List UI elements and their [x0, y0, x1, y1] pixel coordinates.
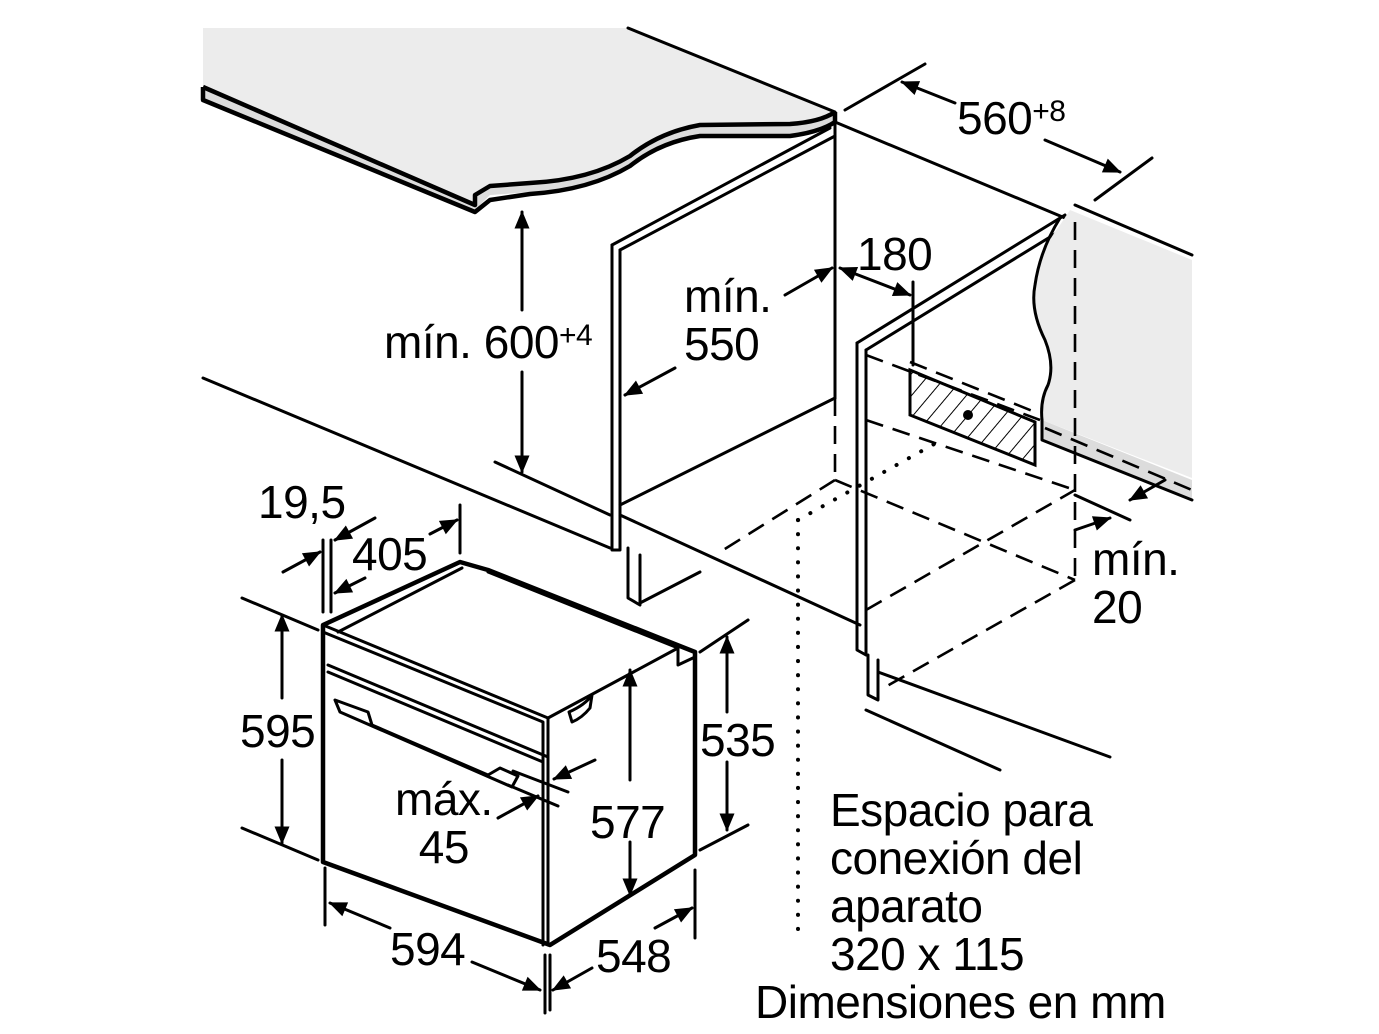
label-connection-area: Espacio para conexión del aparato 320 x …: [830, 786, 1093, 978]
units-caption-text: Dimensiones en mm: [755, 976, 1166, 1028]
label-niche-depth: mín. 550: [684, 270, 772, 370]
body-height-value: 577: [590, 796, 666, 848]
dim-front-panel: [281, 516, 377, 614]
connection-area-line3: aparato: [830, 880, 983, 932]
worktop: [200, 26, 838, 215]
label-appliance-height: 595: [240, 705, 316, 757]
dim-handle-projection: [496, 758, 597, 820]
niche-height-tolerance: +4: [559, 319, 593, 352]
niche-width-tolerance: +8: [1032, 95, 1066, 128]
connection-offset-value: 180: [857, 228, 933, 280]
top-depth-value: 405: [352, 528, 428, 580]
label-connection-offset: 180: [857, 228, 933, 280]
connection-area-line1: Espacio para: [830, 784, 1093, 836]
oven: [320, 559, 698, 948]
appliance-width-value: 594: [390, 923, 466, 975]
label-side-height: 535: [700, 714, 776, 766]
label-body-height: 577: [590, 796, 666, 848]
right-side-panel: [855, 210, 1194, 772]
label-rear-gap: mín. 20: [1092, 533, 1180, 633]
left-side-panel: [201, 120, 862, 627]
appliance-depth-value: 548: [596, 930, 672, 982]
dim-top-depth: [333, 503, 462, 595]
side-height-value: 535: [700, 714, 776, 766]
dim-side-height: [698, 618, 750, 852]
socket-icon: [963, 410, 973, 420]
handle-projection-line2: 45: [418, 821, 470, 873]
label-front-panel: 19,5: [258, 478, 346, 526]
label-appliance-depth: 548: [596, 930, 672, 982]
rear-gap-line1: mín.: [1092, 533, 1180, 585]
rear-gap-line2: 20: [1092, 581, 1143, 633]
dim-rear-gap: [1073, 478, 1167, 532]
wall-top-line: [833, 120, 1067, 220]
dim-appliance-depth: [551, 868, 697, 992]
dim-connection-offset: [838, 266, 915, 367]
units-caption: Dimensiones en mm: [755, 978, 1166, 1026]
niche-height-prefix: mín.: [384, 316, 472, 368]
label-niche-height: mín. 600+4: [384, 316, 593, 368]
dim-appliance-height: [240, 596, 320, 862]
label-niche-width: 560+8: [957, 92, 1066, 144]
niche-width-value: 560: [957, 92, 1033, 144]
appliance-height-value: 595: [240, 705, 316, 757]
dim-appliance-width: [323, 866, 552, 1015]
label-handle-projection: máx. 45: [395, 775, 493, 871]
front-panel-value: 19,5: [258, 476, 346, 528]
label-appliance-width: 594: [390, 923, 466, 975]
dim-niche-depth: [623, 266, 834, 397]
niche-depth-line2: 550: [684, 318, 760, 370]
connection-area-line2: conexión del: [830, 832, 1083, 884]
connection-area-line4: 320 x 115: [830, 928, 1025, 980]
dim-niche-width: [843, 62, 1154, 202]
handle-projection-line1: máx.: [395, 773, 493, 825]
niche-depth-line1: mín.: [684, 270, 772, 322]
connection-area-hatched: [908, 360, 1037, 468]
niche-height-value: 600: [483, 316, 560, 368]
label-top-depth: 405: [352, 528, 428, 580]
niche-outline: [719, 353, 1076, 937]
